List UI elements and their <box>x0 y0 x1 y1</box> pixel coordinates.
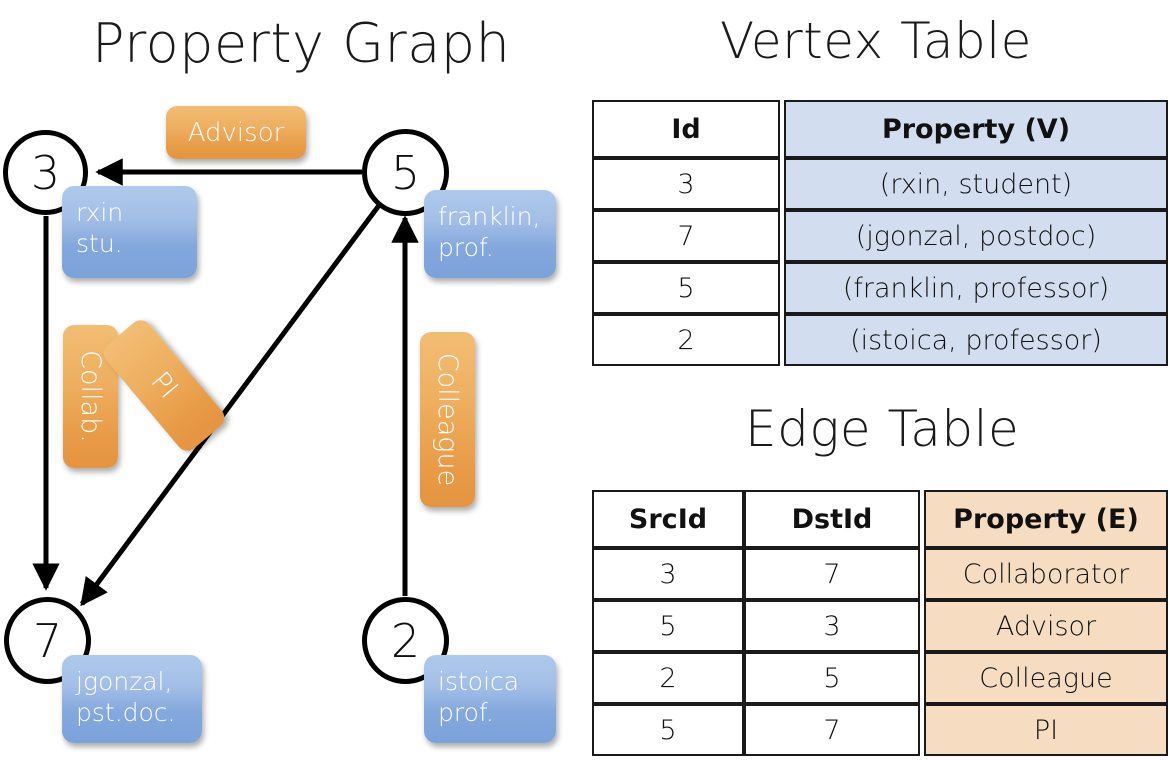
graph-node-5-label: 5 <box>390 145 421 200</box>
table-row[interactable]: 5 3 Advisor <box>592 600 1168 652</box>
graph-node-5-property-box[interactable]: franklin, prof. <box>424 190 556 278</box>
edge-table-cell-srcid: 5 <box>592 704 744 756</box>
table-row[interactable]: 5 7 PI <box>592 704 1168 756</box>
edge-table-cell-dstid: 7 <box>744 548 920 600</box>
vertex-table-cell-property: (rxin, student) <box>784 158 1168 210</box>
edge-table: SrcId DstId Property (E) 3 7 Collaborato… <box>592 490 1168 756</box>
edge-table-cell-srcid: 5 <box>592 600 744 652</box>
graph-node-3-property-box[interactable]: rxin stu. <box>62 186 197 278</box>
edge-table-cell-dstid: 7 <box>744 704 920 756</box>
vertex-table-cell-id: 3 <box>592 158 780 210</box>
vertex-table-cell-id: 2 <box>592 314 780 366</box>
table-row[interactable]: 2 (istoica, professor) <box>592 314 1168 366</box>
vertex-table-header-id: Id <box>592 100 780 158</box>
graph-edge-label-advisor-text: Advisor <box>187 117 285 148</box>
graph-node-2-property-line-2: prof. <box>438 697 494 727</box>
edge-table-cell-srcid: 2 <box>592 652 744 704</box>
graph-node-2-label: 2 <box>390 613 421 668</box>
page-title-edge-table: Edge Table <box>745 400 1020 458</box>
edge-table-header-dstid: DstId <box>744 490 920 548</box>
graph-node-7-label: 7 <box>32 613 63 668</box>
graph-edge-label-pi-text: PI <box>144 366 184 405</box>
graph-edge-label-colleague-text: Colleague <box>432 352 463 487</box>
graph-node-3-property-line-2: stu. <box>76 228 123 258</box>
graph-node-2-property-line-1: istoica <box>438 667 520 696</box>
table-row[interactable]: 5 (franklin, professor) <box>592 262 1168 314</box>
graph-node-2-property-box[interactable]: istoica prof. <box>424 655 556 743</box>
vertex-table-header-row: Id Property (V) <box>592 100 1168 158</box>
vertex-table-header-property: Property (V) <box>784 100 1168 158</box>
vertex-table-cell-property: (jgonzal, postdoc) <box>784 210 1168 262</box>
edge-table-cell-dstid: 5 <box>744 652 920 704</box>
edge-table-cell-property: Collaborator <box>924 548 1168 600</box>
graph-edge-label-collab-text: Collab. <box>75 350 106 443</box>
edge-table-cell-srcid: 3 <box>592 548 744 600</box>
graph-edges-svg <box>32 158 419 607</box>
graph-edge-label-colleague[interactable]: Colleague <box>420 332 475 507</box>
edge-table-cell-property: Advisor <box>924 600 1168 652</box>
edge-table-cell-property: Colleague <box>924 652 1168 704</box>
vertex-table-cell-property: (franklin, professor) <box>784 262 1168 314</box>
property-graph-diagram: 3 5 7 2 rxin stu. franklin, prof. jgonza… <box>3 106 556 743</box>
edge-table-cell-dstid: 3 <box>744 600 920 652</box>
graph-node-5-property-line-1: franklin, <box>438 202 541 231</box>
graph-node-2[interactable]: 2 <box>362 597 449 684</box>
graph-node-5[interactable]: 5 <box>362 129 449 216</box>
vertex-table-cell-property: (istoica, professor) <box>784 314 1168 366</box>
graph-node-3-label: 3 <box>30 145 61 200</box>
edge-table-header-row: SrcId DstId Property (E) <box>592 490 1168 548</box>
graph-node-7-property-box[interactable]: jgonzal, pst.doc. <box>62 655 202 743</box>
graph-edge-label-advisor[interactable]: Advisor <box>166 106 306 159</box>
graph-node-7-property-line-1: jgonzal, <box>76 667 173 696</box>
vertex-table-cell-id: 7 <box>592 210 780 262</box>
vertex-table-cell-id: 5 <box>592 262 780 314</box>
page-title-vertex-table: Vertex Table <box>720 12 1032 70</box>
graph-node-5-property-line-2: prof. <box>438 232 494 262</box>
graph-node-3-property-line-1: rxin <box>76 198 124 227</box>
edge-table-header-property: Property (E) <box>924 490 1168 548</box>
table-row[interactable]: 2 5 Colleague <box>592 652 1168 704</box>
table-row[interactable]: 3 7 Collaborator <box>592 548 1168 600</box>
table-row[interactable]: 7 (jgonzal, postdoc) <box>592 210 1168 262</box>
edge-table-cell-property: PI <box>924 704 1168 756</box>
graph-node-7-property-line-2: pst.doc. <box>76 697 176 727</box>
edge-table-header-srcid: SrcId <box>592 490 744 548</box>
vertex-table: Id Property (V) 3 (rxin, student) 7 (jgo… <box>592 100 1168 366</box>
graph-edge-5-to-7 <box>79 202 383 607</box>
table-row[interactable]: 3 (rxin, student) <box>592 158 1168 210</box>
page-title-property-graph: Property Graph <box>92 12 511 75</box>
